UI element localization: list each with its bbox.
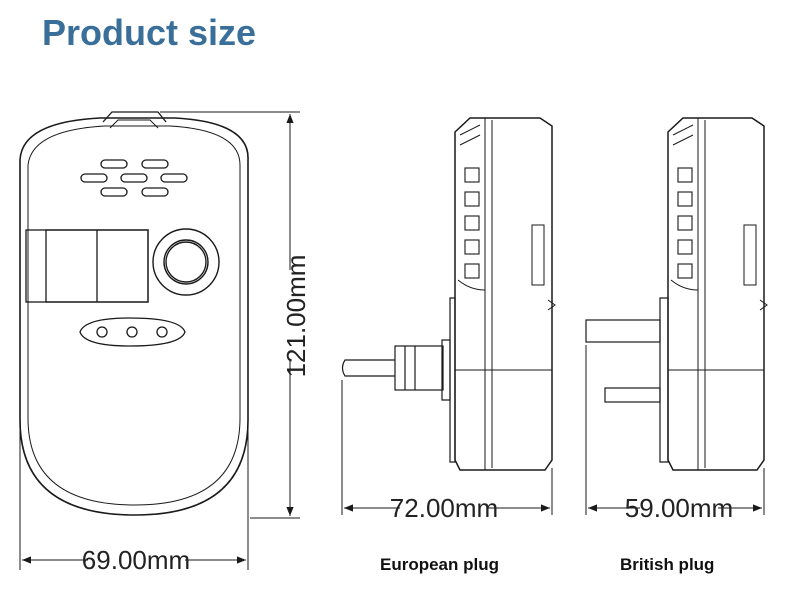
led-strip	[79, 317, 186, 347]
front-body-outline	[19, 117, 249, 516]
width-dimension	[19, 420, 249, 570]
sensor-circle	[152, 228, 220, 296]
european-side-ribs	[464, 167, 480, 279]
european-depth-label: 72.00mm	[390, 493, 498, 523]
british-side-ribs	[677, 167, 693, 279]
european-plug-caption: European plug	[380, 555, 499, 574]
height-label: 121.00mm	[281, 255, 311, 378]
front-body-inner	[27, 125, 241, 506]
british-depth-label: 59.00mm	[625, 493, 733, 523]
display-window	[25, 229, 149, 303]
british-depth-dimension	[585, 345, 765, 515]
page-title: Product size	[42, 12, 257, 53]
european-side-view	[341, 117, 556, 471]
british-plug-caption: British plug	[620, 555, 715, 574]
front-view	[19, 111, 249, 516]
british-plug-pins	[585, 319, 661, 403]
width-label: 69.00mm	[82, 545, 190, 575]
vent-slots	[80, 159, 188, 197]
european-depth-dimension	[341, 380, 553, 515]
british-side-view	[585, 117, 768, 471]
top-notch	[102, 111, 167, 123]
european-plug-pin	[341, 345, 444, 391]
height-dimension	[160, 111, 300, 519]
